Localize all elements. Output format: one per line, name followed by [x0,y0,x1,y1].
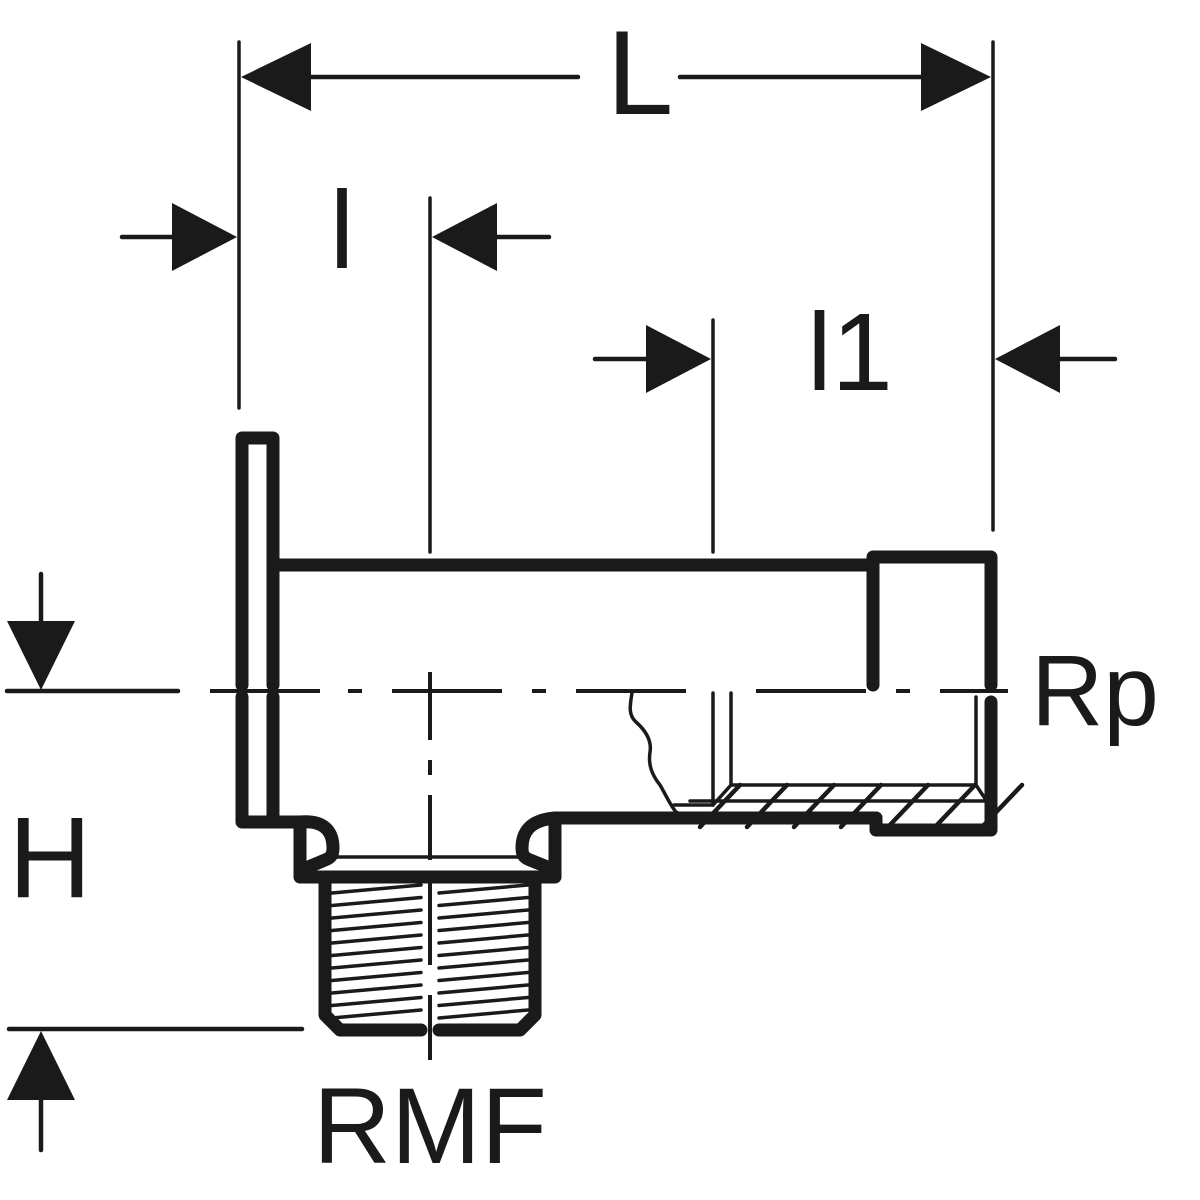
dimension-L: L [241,6,991,140]
label-H: H [8,794,91,922]
arrow-right-icon [921,43,991,111]
dimension-H: H [4,571,305,1153]
thread-line [330,945,423,958]
label-RMF: RMF [313,1065,547,1186]
thread-line [437,920,530,933]
arrow-right-icon [172,203,237,271]
label-l1: l1 [807,291,893,414]
thread-line [330,958,423,970]
label-l: l [330,169,354,292]
fitting-body [235,431,998,1037]
thread-line [330,995,423,1008]
arrow-down-icon [7,621,75,690]
hatch-line [838,782,884,830]
hatch-line [697,782,743,830]
thread-lines-bottom [330,883,530,1020]
hatch-line [791,782,837,830]
thread-line [330,920,423,933]
thread-line [330,933,423,945]
arrow-left-icon [995,325,1060,393]
hatch-line [744,782,790,830]
arrow-right-icon [646,325,711,393]
thread-line [330,970,423,983]
thread-line [437,970,530,983]
socket-lower [869,695,998,837]
hatch-line [932,782,978,830]
thread-line [437,933,530,945]
arrow-up-icon [7,1031,75,1100]
threaded-spigot [318,873,542,1037]
flange-right [515,811,562,884]
label-Rp: Rp [1031,635,1159,747]
thread-line [437,945,530,958]
arrow-left-icon [432,203,497,271]
arrow-left-icon [241,43,311,111]
mounting-plate [235,431,307,829]
thread-line [437,883,530,895]
thread-line [437,1008,530,1020]
hatch-line [979,782,1025,830]
label-L: L [607,6,674,140]
thread-line [437,895,530,908]
dimension-l1: l1 [592,291,1118,414]
thread-line [330,983,423,995]
thread-line [437,995,530,1008]
thread-line [437,983,530,995]
hatch-lines [688,782,1025,830]
thread-line [330,883,423,895]
thread-line [437,958,530,970]
dimension-l: l [119,169,552,292]
hatch-line [885,782,931,830]
thread-line [437,908,530,920]
break-line [628,691,690,820]
flange-left [293,815,560,884]
socket-outline [866,550,998,692]
thread-line [330,908,423,920]
thread-line [330,1008,423,1020]
thread-line [330,895,423,908]
cutaway-section [628,691,1025,830]
